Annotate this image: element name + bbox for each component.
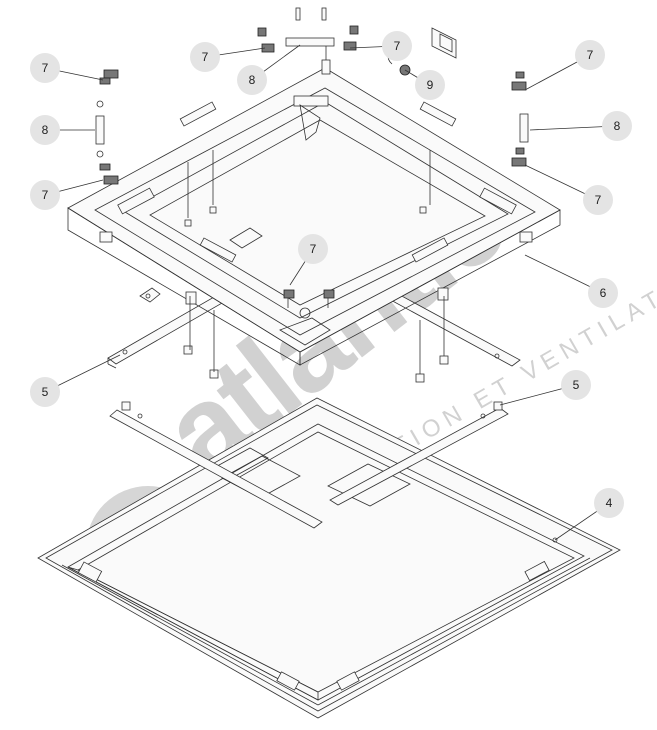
callout-bubble [30, 53, 60, 83]
callout-8: 8 [237, 65, 267, 95]
callout-7: 7 [190, 42, 220, 72]
callout-5: 5 [561, 370, 591, 400]
hinge-part-8 [95, 7, 529, 158]
callout-number: 7 [42, 61, 49, 75]
callout-number: 5 [573, 378, 580, 392]
callout-bubble [298, 234, 328, 264]
callout-bubble [30, 115, 60, 145]
callout-bubble [30, 377, 60, 407]
callout-number: 8 [614, 119, 621, 133]
main-frame [67, 67, 561, 383]
clip-part-7 [99, 25, 527, 308]
callout-number: 4 [606, 496, 613, 510]
callout-number: 9 [427, 78, 434, 92]
callout-number: 7 [202, 50, 209, 64]
motor-part-9 [387, 27, 457, 76]
callout-labels: 7 8 7 7 8 7 9 7 8 7 7 6 5 5 4 [30, 31, 632, 518]
callout-bubble [190, 42, 220, 72]
callout-number: 7 [394, 39, 401, 53]
callout-number: 7 [587, 48, 594, 62]
callout-bubble [415, 70, 445, 100]
callout-bubble [575, 40, 605, 70]
callout-9: 9 [415, 70, 445, 100]
callout-bubble [30, 180, 60, 210]
callout-number: 7 [595, 193, 602, 207]
callout-7: 7 [30, 180, 60, 210]
callout-4: 4 [594, 488, 624, 518]
callout-6: 6 [588, 278, 618, 308]
callout-number: 5 [42, 385, 49, 399]
callout-number: 8 [42, 123, 49, 137]
callout-7: 7 [583, 185, 613, 215]
callout-number: 7 [310, 242, 317, 256]
callout-bubble [382, 31, 412, 61]
panel-clip [77, 560, 550, 691]
callout-7: 7 [30, 53, 60, 83]
callout-5: 5 [30, 377, 60, 407]
callout-number: 6 [600, 286, 607, 300]
callout-bubble [594, 488, 624, 518]
callout-bubble [561, 370, 591, 400]
callout-bubble [237, 65, 267, 95]
callout-7: 7 [382, 31, 412, 61]
callout-bubble [588, 278, 618, 308]
callout-bubble [602, 111, 632, 141]
callout-7: 7 [298, 234, 328, 264]
callout-7: 7 [575, 40, 605, 70]
callout-bubble [583, 185, 613, 215]
callout-number: 7 [42, 188, 49, 202]
callout-number: 8 [249, 73, 256, 87]
front-panel [37, 397, 621, 719]
callout-8: 8 [30, 115, 60, 145]
callout-8: 8 [602, 111, 632, 141]
